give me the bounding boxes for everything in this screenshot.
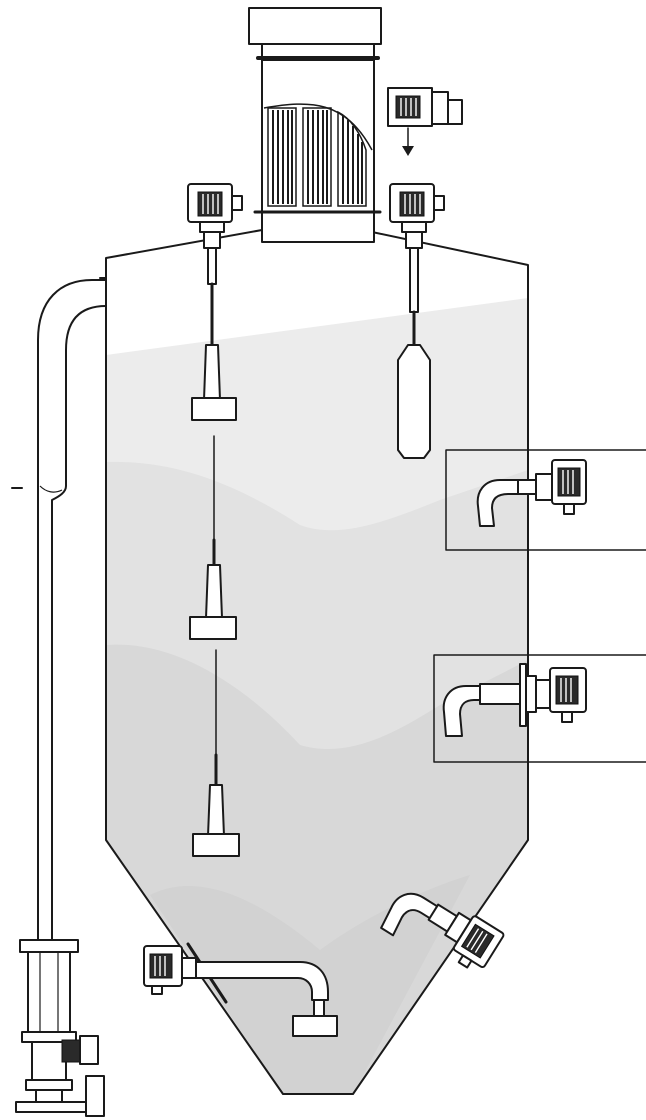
spare-housing-detail xyxy=(387,87,463,156)
weight-left-3 xyxy=(207,784,225,837)
silo-outline xyxy=(105,229,529,1095)
paddle-left-2 xyxy=(189,616,237,640)
filter-cartridges xyxy=(263,103,373,207)
weight-left-2 xyxy=(205,564,223,619)
paddle-left-3 xyxy=(192,833,240,857)
fill-pipe-outer xyxy=(37,279,107,941)
filter-neck xyxy=(261,43,375,59)
switch-housing-bottom xyxy=(143,945,183,995)
detail-frame-2 xyxy=(433,654,646,763)
fill-pipe xyxy=(11,279,107,953)
arrow-down-icon xyxy=(402,146,414,156)
cable-pendulum-probe xyxy=(389,183,445,459)
bent-paddle-3 xyxy=(380,892,440,937)
switch-housing-right xyxy=(389,183,445,249)
detail-frame-1 xyxy=(445,449,646,551)
paddle-bottom xyxy=(292,1015,338,1037)
bottom-elbow-paddle-switch xyxy=(143,942,338,1037)
pendulum-weight xyxy=(397,344,431,459)
side-mount-paddle-switch xyxy=(445,449,646,551)
bent-paddle-2 xyxy=(442,685,483,737)
cable-paddle-switch xyxy=(187,183,243,857)
switch-housing-left xyxy=(187,183,243,249)
pipe-flange xyxy=(19,939,79,953)
fill-pipe-inner xyxy=(51,305,107,941)
elbow-pipe xyxy=(195,961,329,1001)
cone-angled-paddle-switch xyxy=(380,892,505,969)
dust-filter xyxy=(248,7,382,243)
paddle-left-1 xyxy=(191,397,237,421)
silo xyxy=(99,229,529,1095)
weight-left-1 xyxy=(203,344,221,401)
side-mount-paddle-switch-extended xyxy=(433,654,646,763)
filter-cap xyxy=(248,7,382,45)
bent-paddle-1 xyxy=(476,479,521,527)
rotary-valve xyxy=(15,951,105,1117)
